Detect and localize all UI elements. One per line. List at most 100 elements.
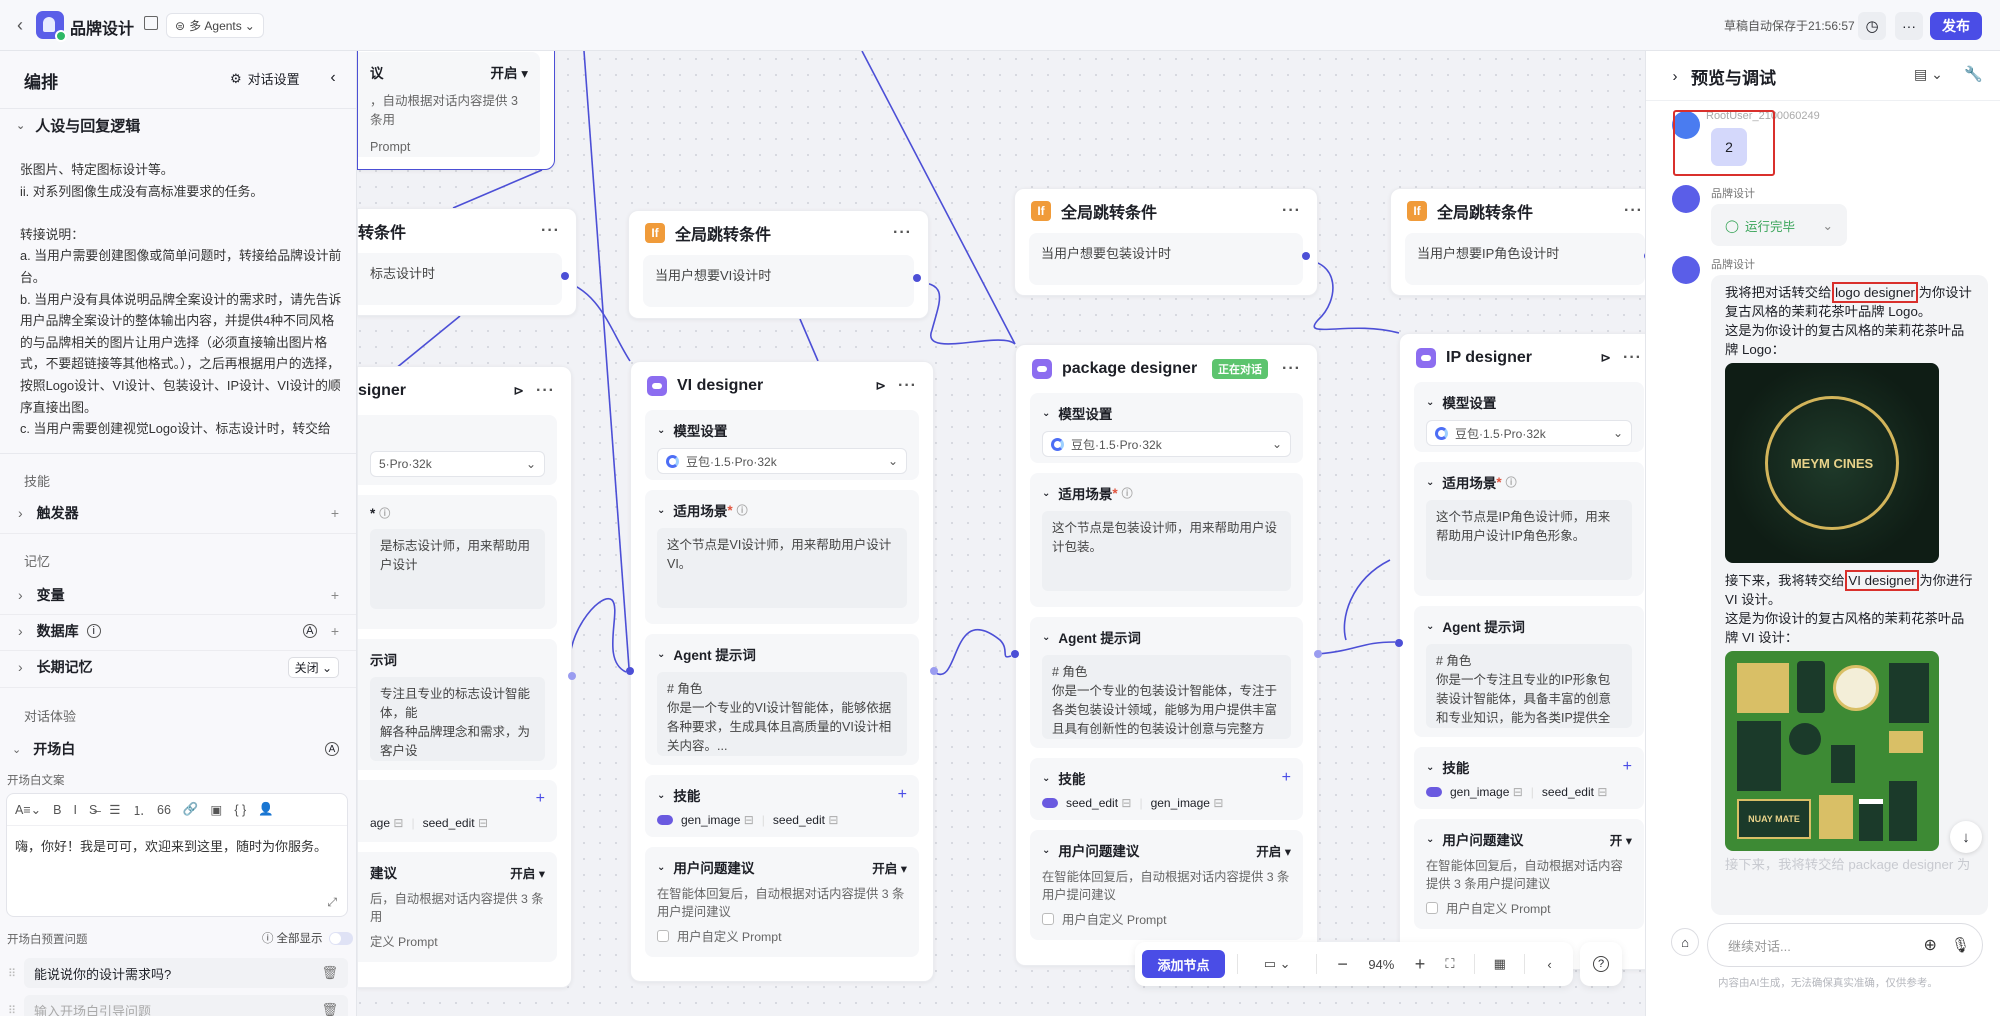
- suggest-toggle-dropdown[interactable]: 开启 ▾: [510, 863, 545, 882]
- drag-handle-icon[interactable]: ⠿: [8, 1004, 24, 1016]
- publish-button[interactable]: 发布: [1930, 12, 1982, 40]
- add-skill-icon[interactable]: +: [898, 786, 907, 804]
- add-skill-icon[interactable]: +: [1623, 758, 1632, 776]
- model-select[interactable]: 豆包·1.5·Pro·32k⌄: [657, 448, 907, 474]
- add-variable-icon[interactable]: +: [331, 587, 339, 603]
- layout-button[interactable]: ▦: [1483, 956, 1516, 972]
- model-select[interactable]: 5·Pro·32k⌄: [370, 451, 545, 477]
- skill-chip[interactable]: gen_image ⊟: [1450, 785, 1523, 799]
- variables-row[interactable]: ›变量+: [0, 583, 357, 607]
- agent-node[interactable]: VI designer ⊳ ··· ⌄模型设置 豆包·1.5·Pro·32k⌄ …: [630, 361, 934, 982]
- condition-node[interactable]: If全局跳转条件··· 当用户想要VI设计时: [628, 210, 929, 319]
- skill-chip[interactable]: seed_edit ⊟: [1066, 796, 1131, 810]
- history-button[interactable]: ◷: [1858, 12, 1886, 40]
- model-select[interactable]: 豆包·1.5·Pro·32k⌄: [1426, 420, 1632, 446]
- preset-question-item[interactable]: ⠿ 能说说你的设计需求吗?🗑: [8, 958, 348, 988]
- expand-preview-button[interactable]: ›: [1666, 65, 1684, 87]
- user-icon[interactable]: 👤: [258, 802, 274, 817]
- trigger-row[interactable]: ›触发器+: [0, 501, 357, 525]
- clear-context-button[interactable]: ⌂: [1671, 928, 1699, 956]
- skill-chip[interactable]: seed_edit ⊟: [1542, 785, 1607, 799]
- quote-icon[interactable]: 66: [157, 803, 171, 817]
- italic-icon[interactable]: I: [73, 803, 76, 817]
- longterm-memory-row[interactable]: ›长期记忆 关闭 ⌄: [0, 655, 357, 679]
- preset-question-input[interactable]: 输入开场白引导问题: [34, 1001, 151, 1016]
- condition-text[interactable]: 当用户想要包装设计时: [1029, 233, 1303, 285]
- add-trigger-icon[interactable]: +: [331, 505, 339, 521]
- expand-icon[interactable]: ⤢: [327, 895, 337, 910]
- output-port[interactable]: [913, 274, 921, 282]
- link-icon[interactable]: 🔗: [183, 802, 199, 817]
- suggest-toggle-dropdown[interactable]: 开启 ▾: [1256, 841, 1291, 860]
- output-port[interactable]: [1314, 650, 1322, 658]
- run-icon[interactable]: ⊳: [1600, 350, 1611, 366]
- condition-text[interactable]: 标志设计时: [358, 253, 562, 305]
- condition-text[interactable]: 当用户想要VI设计时: [643, 255, 914, 307]
- suggest-toggle-dropdown[interactable]: 开 ▾: [1610, 830, 1632, 849]
- image-icon[interactable]: ▣: [211, 802, 223, 817]
- more-icon[interactable]: ···: [898, 377, 917, 395]
- more-icon[interactable]: ···: [541, 222, 560, 240]
- prompt-input[interactable]: # 角色 你是一个专业的包装设计智能体，专注于各类包装设计领域，能够为用户提供丰…: [1042, 655, 1291, 739]
- connector-style-button[interactable]: ‹: [1533, 957, 1566, 972]
- edit-icon[interactable]: [144, 16, 158, 30]
- drag-handle-icon[interactable]: ⠿: [8, 967, 24, 980]
- condition-node[interactable]: If全局跳转条件··· 当用户想要IP角色设计时: [1390, 188, 1660, 296]
- output-port[interactable]: [561, 272, 569, 280]
- zoom-out-button[interactable]: −: [1329, 954, 1356, 975]
- custom-prompt-checkbox[interactable]: 用户自定义 Prompt: [1042, 910, 1291, 928]
- opening-text[interactable]: 嗨，你好！我是可可，欢迎来到这里，随时为你服务。: [7, 826, 347, 865]
- input-port[interactable]: [1011, 650, 1019, 658]
- skill-chip[interactable]: gen_image ⊟: [681, 813, 754, 827]
- show-all-switch[interactable]: [329, 932, 353, 945]
- add-skill-icon[interactable]: +: [536, 790, 545, 808]
- input-port[interactable]: [1395, 639, 1403, 647]
- add-database-icon[interactable]: +: [331, 623, 339, 639]
- code-icon[interactable]: { }: [234, 803, 246, 817]
- agent-node[interactable]: signer ⊳ ··· 5·Pro·32k⌄ *ⓘ 是标志设计师，用来帮助用户…: [357, 366, 572, 988]
- strikethrough-icon[interactable]: S̶: [89, 803, 97, 817]
- help-button[interactable]: ?: [1580, 942, 1622, 986]
- more-icon[interactable]: ···: [1282, 202, 1301, 220]
- delete-icon[interactable]: 🗑: [321, 965, 338, 981]
- more-icon[interactable]: ···: [893, 224, 912, 242]
- suggest-toggle-dropdown[interactable]: 开启 ▾: [872, 858, 907, 877]
- scene-input[interactable]: 这个节点是包装设计师，用来帮助用户设计包装。: [1042, 511, 1291, 591]
- add-skill-icon[interactable]: +: [1282, 769, 1291, 787]
- persona-prompt-editor[interactable]: 张图片、特定图标设计等。ii. 对系列图像生成没有高标准要求的任务。转接说明：a…: [20, 159, 354, 440]
- more-icon[interactable]: ···: [1623, 349, 1642, 367]
- text-style-icon[interactable]: A≡⌄: [15, 802, 41, 817]
- skill-chip[interactable]: seed_edit ⊟: [423, 816, 488, 830]
- add-node-button[interactable]: 添加节点: [1142, 950, 1225, 978]
- run-icon[interactable]: ⊳: [513, 383, 524, 399]
- more-icon[interactable]: ···: [1624, 202, 1643, 220]
- prompt-input[interactable]: # 角色 你是一个专注且专业的IP形象包装设计智能体，具备丰富的创意和专业知识，…: [1426, 644, 1632, 728]
- add-attachment-icon[interactable]: ⊕: [1924, 935, 1937, 955]
- wrench-icon[interactable]: 🔧: [1964, 65, 1983, 83]
- condition-text[interactable]: 当用户想要IP角色设计时: [1405, 233, 1645, 285]
- preset-question-input-row[interactable]: ⠿ 输入开场白引导问题🗑: [8, 995, 348, 1016]
- canvas-mode-dropdown[interactable]: ▭ ⌄: [1250, 950, 1304, 978]
- model-select[interactable]: 豆包·1.5·Pro·32k⌄: [1042, 431, 1291, 457]
- opening-editor[interactable]: A≡⌄BIS̶☰⒈66🔗▣{ }👤 嗨，你好！我是可可，欢迎来到这里，随时为你服…: [6, 793, 348, 917]
- dialog-settings-button[interactable]: ⚙对话设置: [230, 69, 300, 88]
- auto-icon[interactable]: A: [325, 742, 339, 756]
- condition-node[interactable]: 转条件··· 标志设计时: [357, 208, 577, 316]
- agent-node-partial-top[interactable]: 议开启 ▾ ，自动根据对话内容提供 3 条用 Prompt: [357, 51, 555, 170]
- more-icon[interactable]: ···: [1282, 360, 1301, 378]
- agent-node[interactable]: IP designer ⊳ ··· ⌄模型设置 豆包·1.5·Pro·32k⌄ …: [1399, 333, 1659, 970]
- run-icon[interactable]: ⊳: [875, 378, 886, 394]
- prompt-input[interactable]: 专注且专业的标志设计智能体，能 解各种品牌理念和需求，为客户设 创意、符合品牌特…: [370, 677, 545, 761]
- show-all-toggle[interactable]: ⓘ全部显示: [262, 930, 353, 946]
- database-row[interactable]: ›数据库iA+: [0, 619, 357, 643]
- output-port[interactable]: [568, 672, 576, 680]
- opening-section-toggle[interactable]: ⌄开场白A: [0, 737, 357, 761]
- collapse-panel-button[interactable]: ‹: [324, 67, 342, 89]
- logo-image[interactable]: MEYM CINES: [1725, 363, 1939, 563]
- chat-input[interactable]: 继续对话... ⊕ 🎙: [1707, 923, 1983, 967]
- zoom-in-button[interactable]: +: [1406, 954, 1433, 975]
- custom-prompt-checkbox[interactable]: 用户自定义 Prompt: [1426, 899, 1632, 917]
- longterm-memory-dropdown[interactable]: 关闭 ⌄: [288, 657, 339, 678]
- custom-prompt-checkbox[interactable]: 定义 Prompt: [370, 932, 545, 950]
- numbered-list-icon[interactable]: ⒈: [133, 800, 146, 819]
